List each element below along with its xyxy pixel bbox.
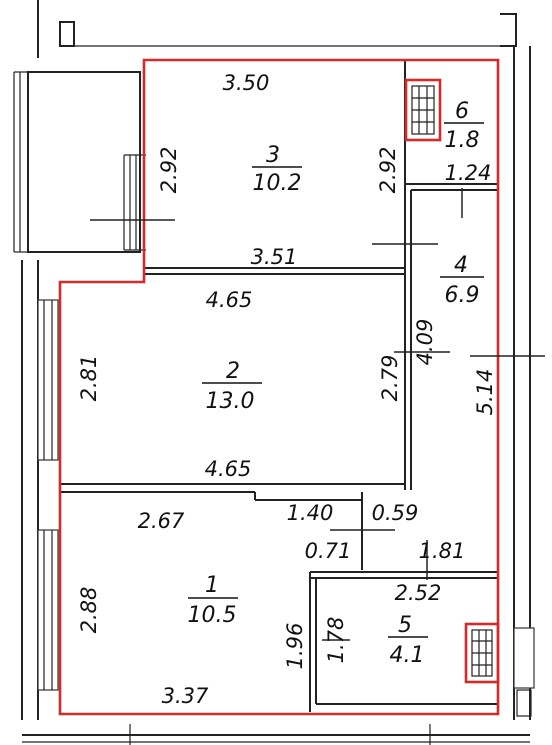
room-area: 10.2 <box>253 171 302 196</box>
dim-r3-left: 2.92 <box>157 147 181 194</box>
dim-r5-width: 2.52 <box>395 581 442 605</box>
room-area: 13.0 <box>206 389 255 414</box>
dim-r4-total: 5.14 <box>473 369 497 416</box>
dim-hall-width: 1.40 <box>287 501 334 525</box>
dim-r2-top: 4.65 <box>206 288 253 312</box>
room-area: 1.8 <box>445 128 480 153</box>
room-label-3: 3 10.2 <box>252 143 302 196</box>
dim-hall-small: 0.59 <box>372 501 419 525</box>
left-windows <box>37 299 59 691</box>
room-label-2: 2 13.0 <box>202 359 262 414</box>
dim-r4-upper: 4.09 <box>413 319 437 366</box>
dim-r5-side: 1.81 <box>419 539 466 563</box>
dimension-labels: 3.50 3.51 1.24 4.65 4.65 2.67 1.40 0.59 … <box>77 71 497 708</box>
dim-r2-bottom: 4.65 <box>205 457 252 481</box>
room-area: 10.5 <box>188 603 237 628</box>
dim-r2-right: 2.79 <box>378 355 402 402</box>
dim-r1-right: 1.96 <box>283 623 307 670</box>
room-number: 2 <box>226 359 240 384</box>
room-number: 6 <box>455 99 469 124</box>
room-area: 6.9 <box>445 283 480 308</box>
room-label-6: 6 1.8 <box>444 99 484 153</box>
shaft-room-5 <box>464 622 500 684</box>
dimension-lines <box>90 188 545 641</box>
room-label-5: 5 4.1 <box>388 613 428 668</box>
room-number: 5 <box>398 613 412 638</box>
dim-r1-top: 2.67 <box>138 509 185 533</box>
balcony <box>13 71 146 253</box>
dim-r3-right: 2.92 <box>376 147 400 194</box>
room-label-1: 1 10.5 <box>188 573 238 628</box>
dim-hall-depth: 0.71 <box>305 539 352 563</box>
dim-r1-bottom: 3.37 <box>162 684 209 708</box>
dim-r6-width: 1.24 <box>445 161 492 185</box>
dim-r1-left: 2.88 <box>77 587 101 634</box>
right-window <box>513 627 535 717</box>
room-area: 4.1 <box>390 643 425 668</box>
room-number: 4 <box>454 253 468 278</box>
room-number: 1 <box>205 573 219 598</box>
room-label-4: 4 6.9 <box>440 253 484 308</box>
dim-r3-bottom: 3.51 <box>251 245 298 269</box>
dim-r3-top: 3.50 <box>223 71 270 95</box>
apartment-outline <box>58 58 500 716</box>
dim-r5-left: 1.78 <box>324 617 348 664</box>
room-number: 3 <box>266 143 280 168</box>
dim-r2-left: 2.81 <box>77 355 101 402</box>
shaft-room-6 <box>404 78 442 142</box>
